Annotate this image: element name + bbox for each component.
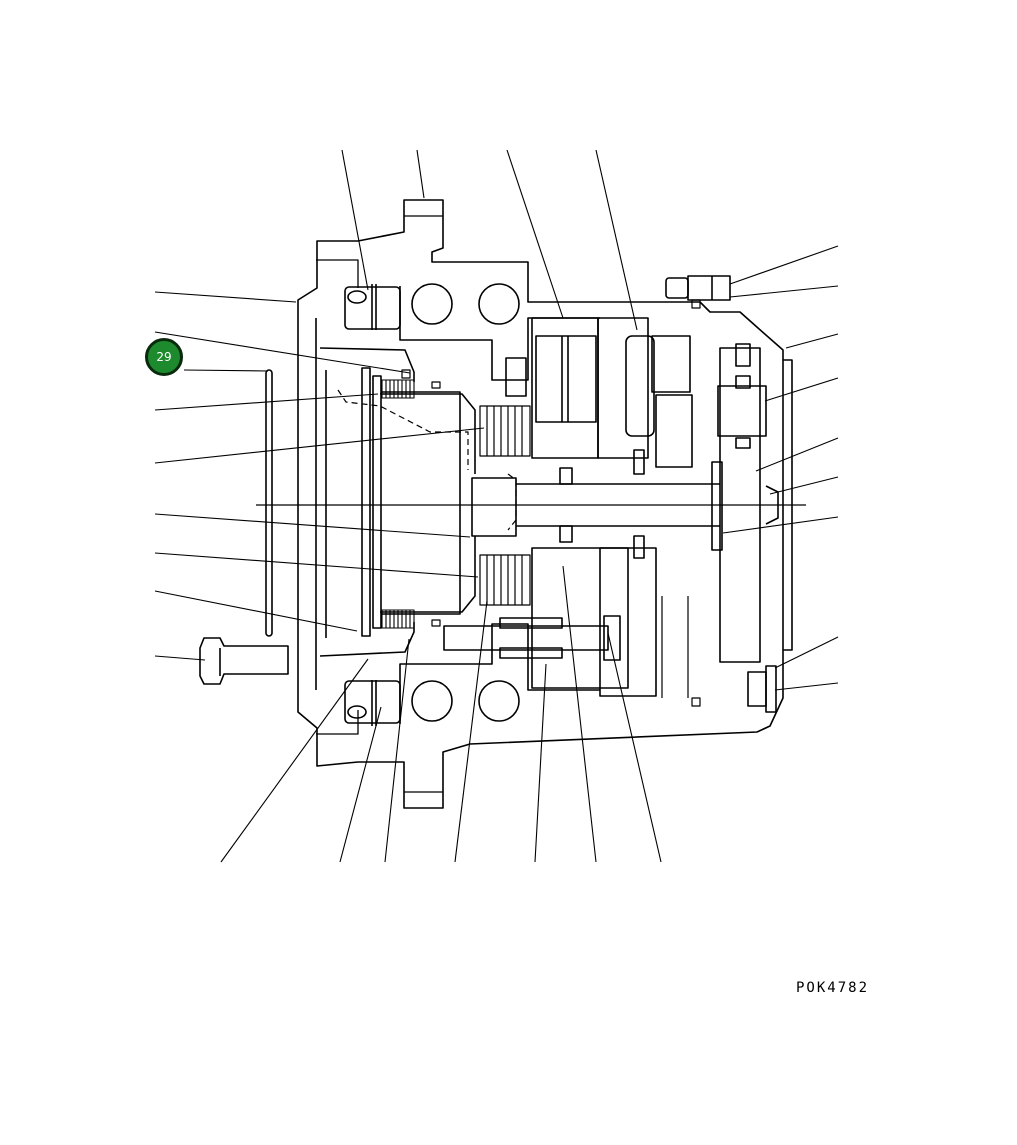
leader-lines-top (341, 149, 638, 331)
cylinder-block (505, 317, 693, 697)
o-ring (265, 369, 273, 637)
bolts (199, 275, 731, 685)
callout-badge-29[interactable]: 29 (145, 338, 183, 376)
leader-lines-bottom (220, 565, 662, 863)
cover-plate (315, 318, 476, 690)
motor-housing (297, 199, 784, 809)
dashed-outline (337, 389, 469, 470)
rear-cover (717, 343, 793, 713)
callout-number: 29 (156, 350, 172, 364)
dashed-outline-lower (507, 473, 517, 531)
drawing-code: POK4782 (796, 980, 870, 996)
main-shaft (256, 449, 806, 559)
springs (381, 379, 415, 629)
bearing-balls (344, 283, 520, 726)
leader-lines-left (154, 291, 485, 661)
brake-discs (479, 405, 531, 606)
small-details (401, 299, 701, 707)
leader-lines-right (722, 245, 839, 691)
